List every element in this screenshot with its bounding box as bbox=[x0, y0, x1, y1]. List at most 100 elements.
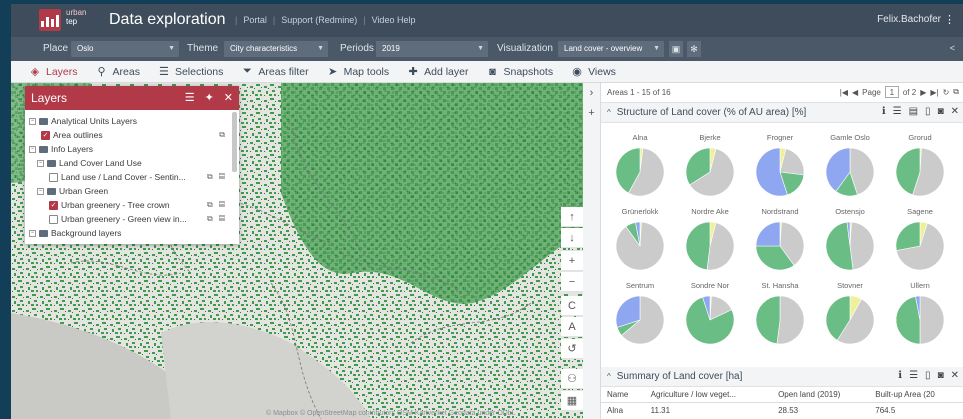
checkbox-unchecked[interactable] bbox=[49, 214, 58, 224]
pie-cell[interactable]: Sentrum bbox=[607, 281, 673, 346]
sliders-icon[interactable]: ☰ bbox=[184, 92, 195, 104]
pie-slice-gray[interactable] bbox=[849, 147, 875, 196]
layer-group[interactable]: − Info Layers bbox=[29, 143, 235, 155]
last-page-icon[interactable]: ▶| bbox=[930, 87, 939, 97]
pie-cell[interactable]: Gamle Oslo bbox=[817, 133, 883, 198]
collapse-icon[interactable]: − bbox=[37, 159, 44, 167]
pie-cell[interactable]: Sondre Nor bbox=[677, 281, 743, 346]
pie-slice-gray[interactable] bbox=[896, 222, 945, 271]
rotate-icon[interactable]: C bbox=[561, 296, 583, 316]
checkbox-unchecked[interactable] bbox=[49, 172, 58, 182]
pie-slice-blue[interactable] bbox=[615, 295, 641, 328]
place-select[interactable]: Oslo ▼ bbox=[71, 41, 179, 57]
layer-subgroup[interactable]: − Urban Green bbox=[37, 185, 235, 197]
pie-slice-blue[interactable] bbox=[702, 295, 711, 321]
pie-slice-green[interactable] bbox=[755, 245, 795, 271]
collapse-icon[interactable]: − bbox=[29, 117, 36, 125]
toolbar-item-selections[interactable]: ☰Selections bbox=[158, 65, 223, 79]
pie-slice-green[interactable] bbox=[615, 147, 641, 194]
pie-slice-gray[interactable] bbox=[776, 295, 805, 345]
first-page-icon[interactable]: |◀ bbox=[839, 87, 848, 97]
info-icon[interactable]: ℹ bbox=[881, 106, 886, 117]
pie-chart[interactable] bbox=[614, 220, 666, 272]
pie-chart[interactable] bbox=[894, 294, 946, 346]
pie-slice-gray[interactable] bbox=[836, 298, 875, 345]
pie-chart[interactable] bbox=[754, 220, 806, 272]
pie-cell[interactable]: Bjerke bbox=[677, 133, 743, 198]
pie-chart[interactable] bbox=[824, 220, 876, 272]
checkbox-checked[interactable]: ✓ bbox=[41, 130, 50, 140]
pie-slice-green[interactable] bbox=[685, 296, 735, 345]
layer-group[interactable]: − Background layers bbox=[29, 227, 235, 239]
page-number-input[interactable]: 1 bbox=[884, 86, 899, 98]
add-panel-icon[interactable]: + bbox=[588, 107, 595, 119]
pin-icon[interactable]: ✦ bbox=[204, 92, 214, 104]
pie-cell[interactable]: Ullern bbox=[887, 281, 953, 346]
pie-chart[interactable] bbox=[754, 146, 806, 198]
pan-down-icon[interactable]: ↓ bbox=[561, 228, 583, 248]
pie-slice-gray[interactable] bbox=[628, 147, 665, 197]
pie-chart[interactable] bbox=[614, 146, 666, 198]
pie-slice-blue[interactable] bbox=[825, 147, 851, 192]
chevron-right-icon[interactable]: › bbox=[589, 87, 594, 99]
layer-item[interactable]: ✓ Area outlines ⧉ bbox=[41, 129, 235, 141]
theme-select[interactable]: City characteristics ▼ bbox=[224, 41, 328, 57]
pie-slice-green[interactable] bbox=[895, 296, 921, 345]
info-icon[interactable]: ℹ bbox=[898, 370, 903, 381]
pie-chart[interactable] bbox=[684, 220, 736, 272]
pie-cell[interactable]: Sagene bbox=[887, 207, 953, 272]
pie-slice-blue[interactable] bbox=[635, 221, 641, 247]
pie-slice-blue[interactable] bbox=[755, 147, 788, 197]
portal-link[interactable]: Portal bbox=[243, 15, 267, 25]
chevron-up-icon[interactable]: ^ bbox=[607, 108, 611, 117]
pie-slice-green[interactable] bbox=[685, 221, 711, 271]
prev-page-icon[interactable]: ◀ bbox=[852, 87, 859, 97]
pie-slice-green[interactable] bbox=[895, 147, 921, 196]
pie-cell[interactable]: Ostensjo bbox=[817, 207, 883, 272]
column-header[interactable]: Built-up Area (20 bbox=[869, 387, 963, 403]
pie-slice-gray[interactable] bbox=[919, 295, 945, 345]
pie-chart[interactable] bbox=[614, 294, 666, 346]
pie-slice-green[interactable] bbox=[895, 221, 921, 251]
copy-table-icons[interactable]: ⧉ ▤ bbox=[206, 200, 227, 209]
toolbar-item-map-tools[interactable]: ➤Map tools bbox=[327, 65, 389, 79]
pie-slice-gray[interactable] bbox=[706, 222, 735, 271]
pie-chart[interactable] bbox=[684, 146, 736, 198]
map-attribution[interactable]: © Mapbox © OpenStreetMap contributors OS… bbox=[266, 410, 516, 417]
pie-cell[interactable]: Grorud bbox=[887, 133, 953, 198]
toolbar-item-snapshots[interactable]: ◙Snapshots bbox=[486, 66, 553, 78]
support-link[interactable]: Support (Redmine) bbox=[281, 15, 358, 25]
video-help-link[interactable]: Video Help bbox=[371, 15, 416, 25]
layers-scrollbar[interactable] bbox=[232, 112, 237, 172]
pie-cell[interactable]: Grünerlokk bbox=[607, 207, 673, 272]
urban-tep-logo[interactable] bbox=[39, 9, 61, 31]
camera-icon[interactable]: ◙ bbox=[937, 106, 944, 117]
close-icon[interactable]: ✕ bbox=[950, 106, 959, 117]
pie-cell[interactable]: Frogner bbox=[747, 133, 813, 198]
pie-cell[interactable]: Nordstrand bbox=[747, 207, 813, 272]
pie-slice-green[interactable] bbox=[685, 147, 711, 186]
pan-up-icon[interactable]: ↑ bbox=[561, 207, 583, 227]
copy-icon[interactable]: ⧉ bbox=[953, 87, 959, 96]
toolbar-item-views[interactable]: ◉Views bbox=[571, 65, 616, 79]
toolbar-item-layers[interactable]: ◈Layers bbox=[29, 65, 78, 79]
checkbox-checked[interactable]: ✓ bbox=[49, 200, 58, 210]
pie-chart[interactable] bbox=[684, 294, 736, 346]
reset-view-icon[interactable]: ↺ bbox=[561, 339, 583, 359]
pie-chart[interactable] bbox=[894, 146, 946, 198]
camera-icon[interactable]: ◙ bbox=[937, 370, 944, 381]
toolbar-item-add-layer[interactable]: ✚Add layer bbox=[407, 65, 469, 79]
pie-cell[interactable]: Nordre Ake bbox=[677, 207, 743, 272]
layer-item[interactable]: Land use / Land Cover - Sentin... ⧉ ▤ bbox=[49, 171, 235, 183]
periods-select[interactable]: 2019 ▼ bbox=[376, 41, 488, 57]
share-icon[interactable]: < bbox=[949, 43, 955, 53]
collapse-icon[interactable]: − bbox=[29, 145, 36, 153]
pie-slice-green[interactable] bbox=[825, 221, 854, 271]
pie-slice-blue[interactable] bbox=[755, 221, 781, 247]
grid-icon[interactable]: ▦ bbox=[561, 391, 583, 411]
copy-icon[interactable]: ⧉ bbox=[219, 130, 227, 139]
vertical-dots-icon[interactable]: ⋮ bbox=[944, 14, 955, 26]
pie-cell[interactable]: Stovner bbox=[817, 281, 883, 346]
document-icon[interactable]: ▯ bbox=[925, 370, 931, 381]
